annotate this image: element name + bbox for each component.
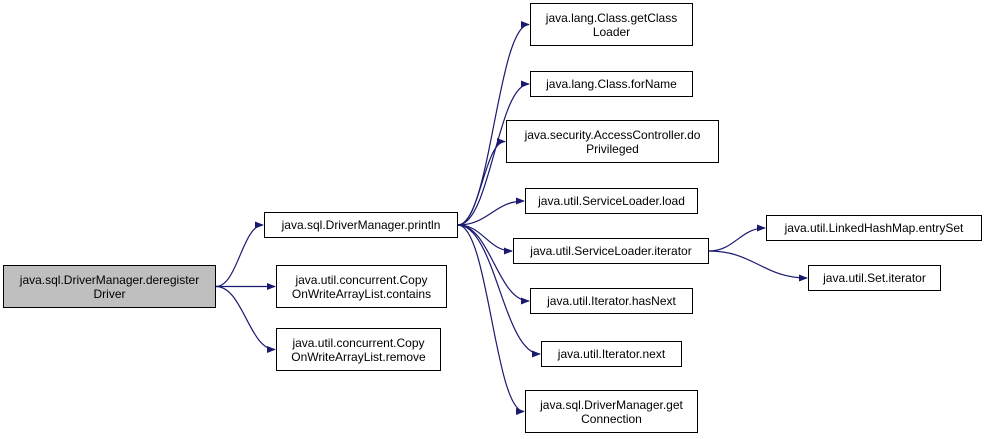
node-class-get-class-loader[interactable]: java.lang.Class.getClass Loader [530, 3, 693, 46]
edge-println-to-next [457, 224, 541, 358]
node-label: java.util.Iterator.hasNext [547, 294, 676, 308]
node-label: java.sql.DriverManager.println [281, 218, 441, 232]
node-service-loader-iterator[interactable]: java.util.ServiceLoader.iterator [513, 238, 709, 264]
node-label: java.util.LinkedHashMap.entrySet [784, 221, 964, 235]
edge-deregister-to-cowal_remove [215, 285, 276, 354]
node-access-controller-do-privileged[interactable]: java.security.AccessController.do Privil… [506, 120, 719, 163]
node-label: java.util.ServiceLoader.load [538, 194, 685, 208]
node-class-for-name[interactable]: java.lang.Class.forName [530, 71, 693, 97]
node-linked-hash-map-entry-set[interactable]: java.util.LinkedHashMap.entrySet [766, 215, 982, 241]
node-label: java.sql.DriverManager.deregister Driver [19, 272, 200, 301]
node-label: java.sql.DriverManager.get Connection [540, 397, 683, 426]
node-driver-manager-get-connection[interactable]: java.sql.DriverManager.get Connection [525, 390, 698, 433]
edge-println-to-forName [457, 80, 530, 226]
edge-println-to-doPrivileged [457, 137, 506, 226]
node-label: java.lang.Class.getClass Loader [545, 10, 678, 39]
node-driver-manager-deregister-driver: java.sql.DriverManager.deregister Driver [3, 265, 216, 308]
edge-sl_iterator-to-set_iterator [708, 250, 808, 282]
node-label: java.security.AccessController.do Privil… [524, 127, 701, 156]
edge-println-to-sl_load [457, 197, 525, 226]
node-copy-on-write-array-list-contains[interactable]: java.util.concurrent.Copy OnWriteArrayLi… [276, 265, 447, 308]
edge-sl_iterator-to-entrySet [708, 224, 766, 252]
node-copy-on-write-array-list-remove[interactable]: java.util.concurrent.Copy OnWriteArrayLi… [276, 328, 441, 371]
node-iterator-next[interactable]: java.util.Iterator.next [541, 341, 682, 367]
node-set-iterator[interactable]: java.util.Set.iterator [808, 265, 941, 291]
node-label: java.lang.Class.forName [546, 77, 677, 91]
edge-deregister-to-println [215, 221, 264, 288]
node-label: java.util.concurrent.Copy OnWriteArrayLi… [291, 335, 426, 364]
node-label: java.util.Iterator.next [557, 347, 666, 361]
node-label: java.util.ServiceLoader.iterator [530, 244, 692, 258]
node-service-loader-load[interactable]: java.util.ServiceLoader.load [525, 188, 698, 214]
node-label: java.util.Set.iterator [823, 271, 926, 285]
node-driver-manager-println[interactable]: java.sql.DriverManager.println [264, 212, 458, 238]
node-iterator-has-next[interactable]: java.util.Iterator.hasNext [530, 288, 693, 314]
node-label: java.util.concurrent.Copy OnWriteArrayLi… [291, 272, 432, 301]
edge-println-to-getConnection [457, 224, 525, 416]
